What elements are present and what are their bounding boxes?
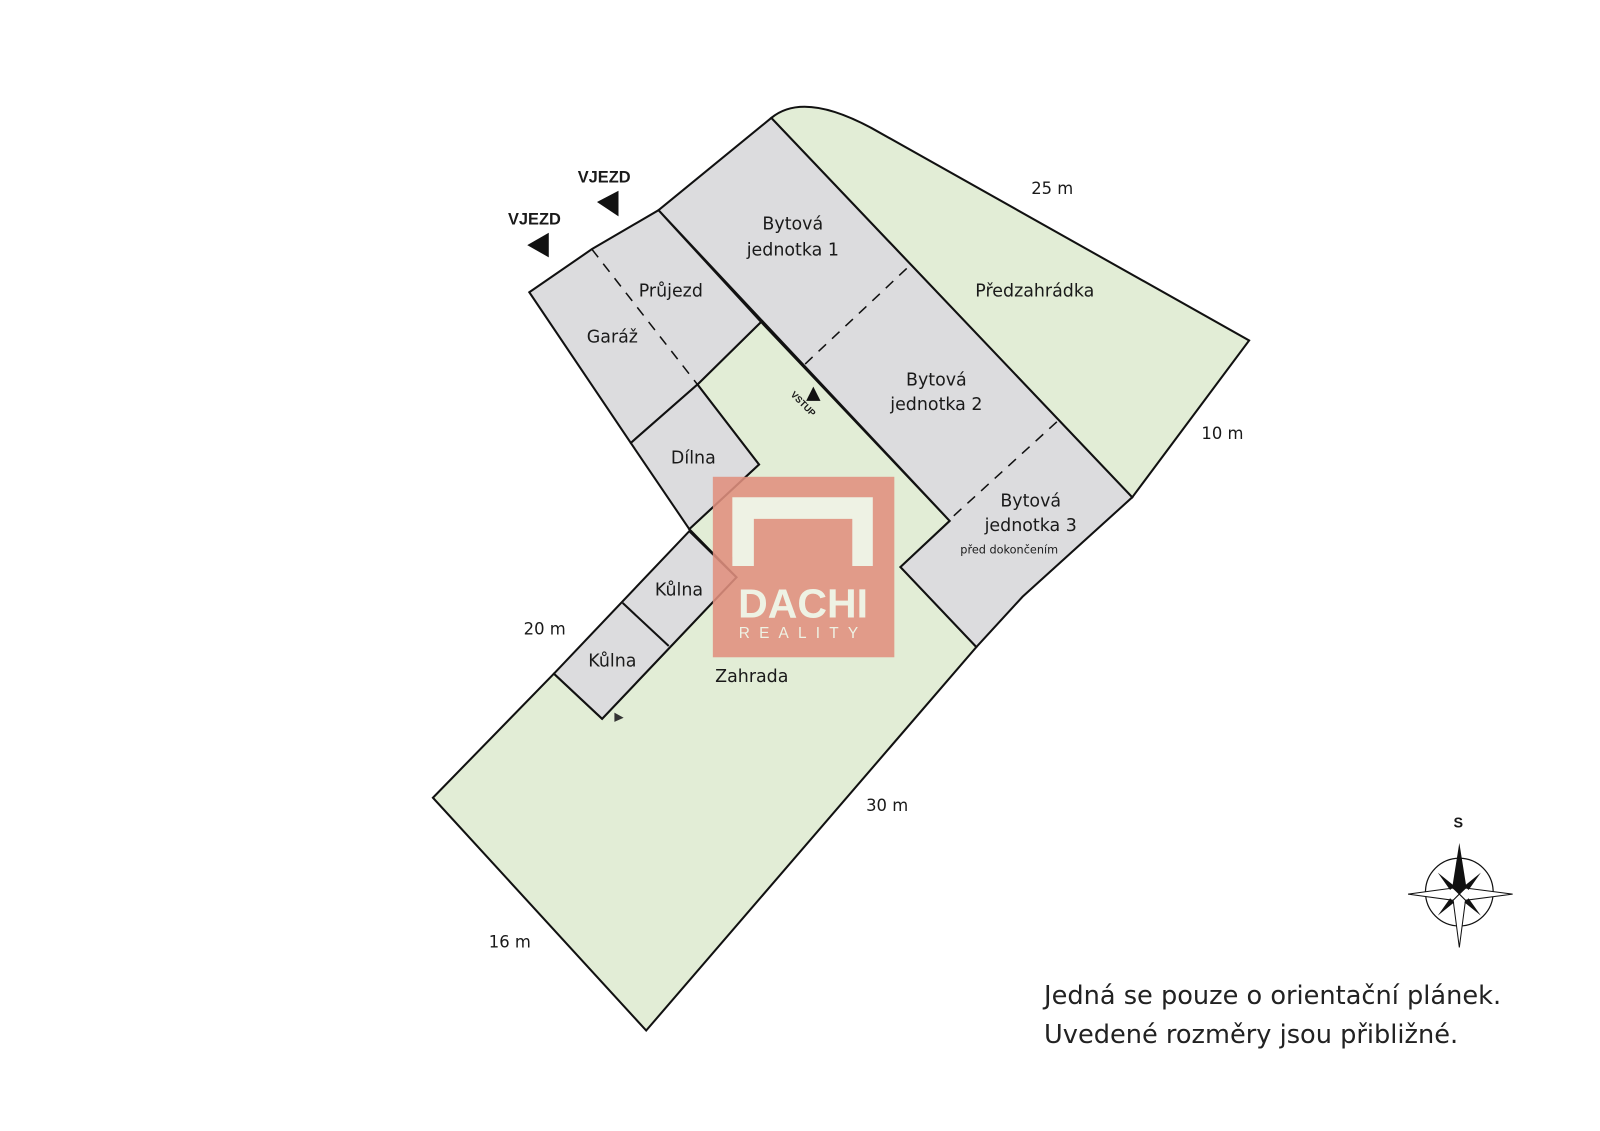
- room-label-kulna: Kůlna: [655, 581, 703, 601]
- room-label-garaz: Garáž: [587, 327, 638, 347]
- dimension-left: 20 m: [524, 620, 566, 639]
- room-label-kulna: Kůlna: [588, 652, 636, 672]
- room-label-bj1: jednotka 1: [746, 240, 839, 260]
- dimension-top: 25 m: [1031, 179, 1073, 198]
- room-label-bj2: Bytová: [906, 371, 967, 391]
- divider-bj2-bj3: [953, 419, 1059, 517]
- room-label-bj3: Bytová: [1000, 492, 1061, 512]
- dachi-logo: DACHI REALITY: [712, 476, 895, 658]
- dimension-bottom-left: 16 m: [489, 932, 531, 951]
- compass-icon: S: [1407, 815, 1513, 948]
- compass-label: S: [1454, 815, 1464, 831]
- residential-building: [656, 116, 1134, 649]
- area-label-predzahradka: Předzahrádka: [975, 281, 1094, 301]
- room-label-bj1: Bytová: [762, 215, 823, 235]
- room-label-prujezd: Průjezd: [639, 281, 703, 301]
- divider-kulna: [621, 602, 670, 647]
- logo-name: DACHI: [738, 580, 868, 626]
- predzahradka-area: [769, 105, 1251, 499]
- dimension-bottom-right: 30 m: [866, 796, 908, 815]
- divider-bj1-bj2: [804, 266, 910, 365]
- vjezd-label: VJEZD: [578, 169, 631, 187]
- disclaimer-line-2: Uvedené rozměry jsou přibližné.: [1044, 1020, 1458, 1050]
- door-arrow-icon: [614, 712, 624, 722]
- area-label-zahrada: Zahrada: [715, 667, 788, 687]
- room-note-bj3: před dokončením: [960, 544, 1058, 557]
- vjezd-arrow-icon[interactable]: [527, 232, 549, 258]
- room-label-bj3: jednotka 3: [984, 516, 1077, 536]
- dimension-right: 10 m: [1201, 424, 1243, 443]
- room-label-bj2: jednotka 2: [889, 395, 982, 415]
- vjezd-label: VJEZD: [508, 211, 561, 229]
- divider-garaz-prujezd: [591, 248, 699, 385]
- logo-sub: REALITY: [739, 625, 868, 642]
- disclaimer-line-1: Jedná se pouze o orientační plánek.: [1042, 981, 1501, 1011]
- vjezd-arrow-icon[interactable]: [596, 190, 619, 217]
- room-label-dilna: Dílna: [671, 448, 716, 468]
- vstup-arrow-icon[interactable]: [806, 386, 821, 401]
